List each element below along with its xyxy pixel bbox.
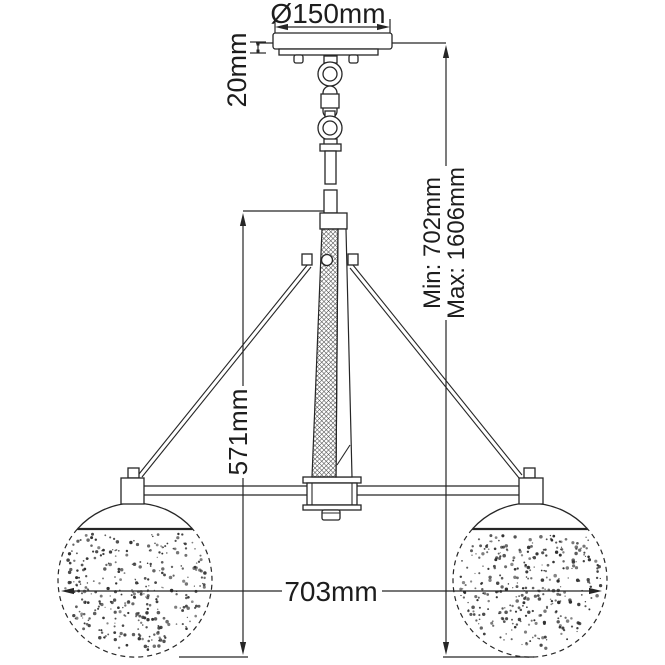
column-tab-right (347, 253, 359, 266)
body-drop-label: 571mm (223, 389, 253, 476)
upper-rod (324, 150, 337, 185)
column-detail-line (336, 444, 351, 466)
right-globe-seeded-glass-texture (459, 534, 603, 650)
canopy-height-mark-bottom-icon (256, 49, 260, 53)
chain-assembly (317, 55, 348, 230)
hub-top-plate (302, 476, 362, 484)
left-rod-outer-line (138, 263, 309, 475)
dim-min-max-height: Min: 702mm Max: 1606mm (419, 45, 534, 658)
hub-bottom-plate (302, 504, 362, 511)
width-arrow-right-icon (589, 587, 602, 595)
canopy-height-mark-top-icon (256, 42, 260, 46)
center-hub (302, 476, 362, 521)
top-ring-inner (322, 66, 338, 82)
turnbuckle-sleeve (320, 93, 340, 109)
dim-canopy-diameter: Ø150mm (270, 0, 391, 33)
height-arrow-down-icon (442, 642, 450, 655)
right-rod-inner-line (349, 267, 520, 479)
right-globe-top-arc (471, 502, 589, 530)
left-globe-top-arc (76, 502, 194, 530)
right-socket-tab (523, 467, 536, 479)
canopy-lip (278, 48, 379, 56)
dia-arrow-right-icon (377, 23, 390, 31)
left-globe (57, 502, 213, 658)
hub-finial-knob (321, 509, 341, 521)
left-socket-tab (127, 467, 140, 479)
canopy-clip-right (348, 54, 359, 64)
dia-arrow-left-icon (275, 23, 288, 31)
max-height-label: Max: 1606mm (443, 167, 470, 319)
right-socket (518, 477, 544, 505)
overall-width-label: 703mm (284, 576, 377, 607)
canopy-height-label: 20mm (222, 32, 252, 107)
center-column (301, 228, 359, 478)
dim-body-drop: 571mm (179, 210, 324, 658)
arm-bars (144, 485, 520, 496)
lower-ring-inner (322, 120, 338, 136)
dim-overall-width: 703mm (61, 576, 602, 607)
ceiling-mount (256, 32, 446, 64)
lamp-sockets (120, 467, 544, 505)
left-rod-inner-line (141, 266, 312, 478)
left-globe-body-arc (57, 528, 213, 658)
left-globe-seeded-glass-texture (64, 532, 207, 651)
canopy-diameter-label: Ø150mm (270, 0, 385, 29)
rod-collar (319, 143, 342, 152)
drop-arrow-up-icon (239, 213, 247, 226)
height-arrow-up-icon (442, 45, 450, 58)
drop-arrow-down-icon (239, 642, 247, 655)
column-cap-block (319, 212, 348, 230)
column-tab-left (301, 253, 313, 266)
column-front-face (335, 228, 353, 478)
min-height-label: Min: 702mm (419, 177, 446, 309)
canopy-clip-left (293, 54, 304, 64)
column-hatched-face (311, 228, 339, 478)
column-pivot-screw (320, 253, 334, 267)
hub-box (306, 482, 358, 506)
dim-canopy-height: 20mm (222, 32, 266, 108)
width-arrow-left-icon (61, 587, 74, 595)
right-globe (452, 502, 608, 658)
canopy-body (272, 32, 393, 50)
support-rods (138, 263, 523, 479)
right-globe-body-arc (452, 528, 608, 658)
right-rod-outer-line (352, 264, 523, 476)
lower-rod (323, 189, 338, 214)
left-socket (120, 477, 145, 505)
